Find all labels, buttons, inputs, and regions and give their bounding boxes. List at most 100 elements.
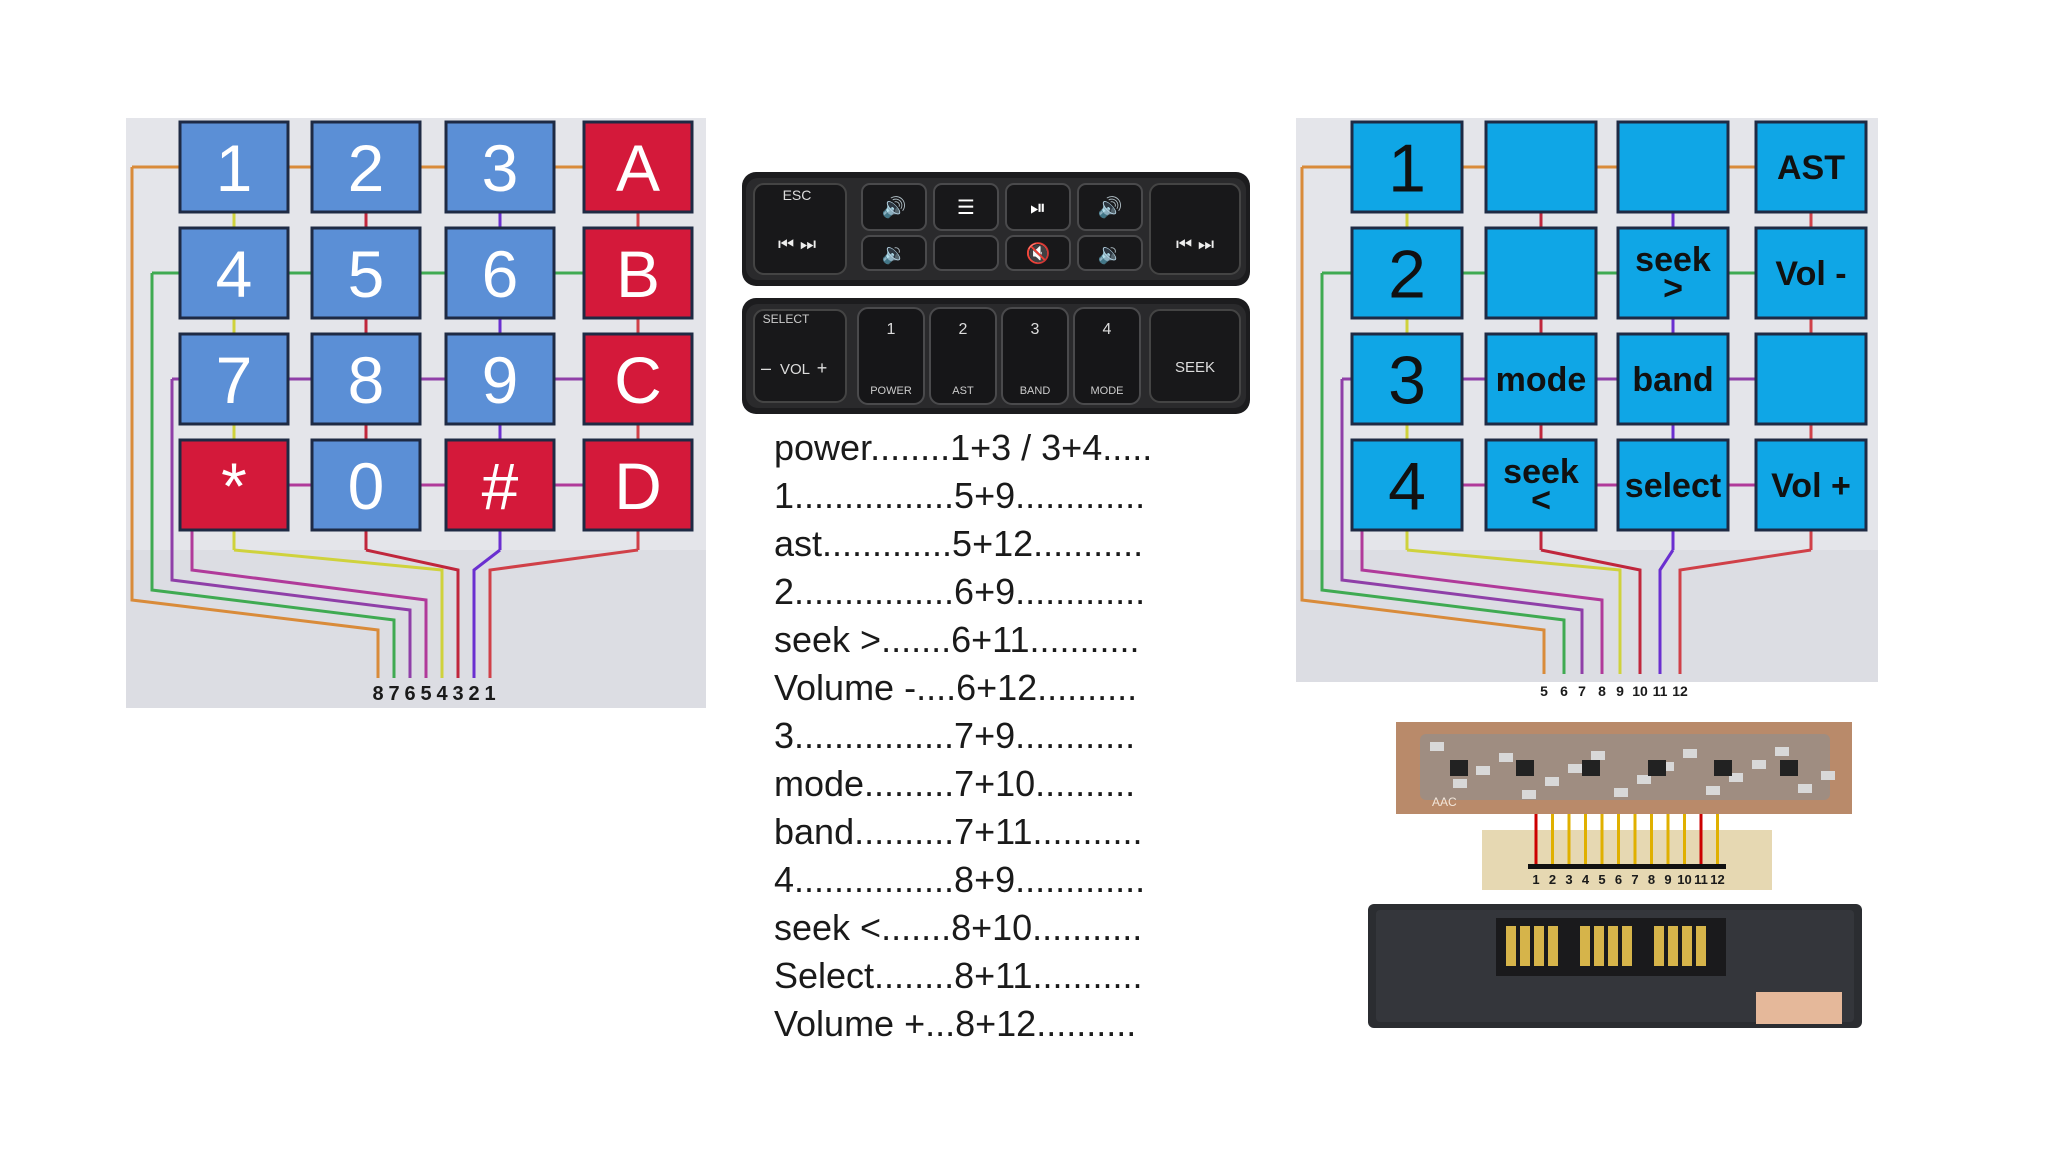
preset-number: 1 [887, 321, 896, 338]
column-wire-lead [1678, 548, 1812, 674]
smd-component [1821, 771, 1835, 780]
gold-contact [1534, 926, 1544, 966]
cover-contacts [1506, 926, 1706, 966]
pcb-pin-number: 2 [1549, 872, 1556, 887]
panel-button [1077, 235, 1143, 271]
mapping-line: power........1+3 / 3+4..... [774, 427, 1152, 468]
key-label: 7 [216, 343, 253, 417]
smd-component [1545, 777, 1559, 786]
key-right_keypad-0-0 [1350, 120, 1464, 214]
pin-label: 6 [404, 683, 415, 705]
smd-component [1499, 753, 1513, 762]
preset-function: BAND [1020, 385, 1051, 397]
pin-label: 6 [1560, 683, 1568, 699]
pcb-pin-number: 6 [1615, 872, 1622, 887]
pcb-pin-number: 12 [1710, 872, 1724, 887]
preset-function: POWER [870, 385, 912, 397]
key-label: 4 [1388, 448, 1426, 524]
key-label: 1 [1388, 130, 1426, 206]
key-label: seek [1635, 241, 1711, 279]
key-label: 8 [348, 343, 385, 417]
prev-next-label: ⏮ ⏭ [778, 234, 816, 255]
key-right_keypad-1-3 [1754, 226, 1868, 320]
key-label: # [482, 449, 519, 523]
gold-contact [1506, 926, 1516, 966]
key-left_keypad-3-3 [582, 438, 694, 532]
column-wire-lead [488, 548, 639, 678]
panel-preset-button [1073, 307, 1141, 405]
ic-chip [1450, 760, 1468, 776]
preset-function: AST [952, 385, 974, 397]
pcb-pin-number: 10 [1677, 872, 1691, 887]
gold-contact [1520, 926, 1530, 966]
mapping-line: Volume -....6+12.......... [774, 667, 1137, 708]
row-wire-lead [130, 167, 380, 678]
key-right_keypad-1-2 [1616, 226, 1730, 320]
pin-label: 5 [1540, 683, 1548, 699]
smd-component [1752, 760, 1766, 769]
key-label: D [614, 449, 662, 523]
key-right_keypad-3-3 [1754, 438, 1868, 532]
smd-component [1637, 775, 1651, 784]
preset-number: 4 [1103, 321, 1112, 338]
pin-label: 4 [436, 683, 448, 705]
mapping-line: 4................8+9............. [774, 859, 1145, 900]
smd-component [1476, 766, 1490, 775]
gold-contact [1696, 926, 1706, 966]
panel-preset-button [857, 307, 925, 405]
gold-contact [1654, 926, 1664, 966]
key-left_keypad-0-0 [178, 120, 290, 214]
mapping-line: seek >.......6+11........... [774, 619, 1140, 660]
svg-text:–: – [761, 358, 771, 378]
pcb-components [1430, 742, 1835, 799]
menu-list-icon: ☰ [957, 195, 975, 219]
ic-chip [1516, 760, 1534, 776]
key-label: 9 [482, 343, 519, 417]
key-label: select [1625, 467, 1721, 505]
key-right_keypad-0-2 [1616, 120, 1730, 214]
right-rocker-prev-next: ⏮ ⏭ [1176, 234, 1214, 255]
pcb-pin-number: 8 [1648, 872, 1655, 887]
key-label: * [221, 449, 247, 523]
mapping-line: band..........7+11........... [774, 811, 1143, 852]
key-right_keypad-1-0 [1350, 226, 1464, 320]
smd-component [1775, 747, 1789, 756]
gold-contact [1594, 926, 1604, 966]
key-left_keypad-2-2 [444, 332, 556, 426]
row-wire-lead [1340, 379, 1584, 674]
key-label: band [1632, 361, 1713, 399]
ic-chip [1714, 760, 1732, 776]
pin-label: 2 [468, 683, 479, 705]
preset-function: MODE [1091, 385, 1124, 397]
gold-contact [1548, 926, 1558, 966]
panel-button [1005, 235, 1071, 271]
key-right_keypad-1-1 [1484, 226, 1598, 320]
key-right_keypad-3-0 [1350, 438, 1464, 532]
preset-number: 3 [1031, 321, 1040, 338]
panel-button [933, 235, 999, 271]
key-right_keypad-2-0 [1350, 332, 1464, 426]
volume-down-icon: 🔉 [882, 241, 907, 265]
key-left_keypad-2-0 [178, 332, 290, 426]
pin-label: 5 [420, 683, 431, 705]
key-label: < [1531, 482, 1551, 520]
smd-component [1522, 790, 1536, 799]
panel-button [1077, 183, 1143, 231]
mapping-line: Select........8+11........... [774, 955, 1143, 996]
key-left_keypad-3-2 [444, 438, 556, 532]
column-wire-lead [233, 548, 444, 678]
key-label: 1 [216, 131, 253, 205]
key-label: 2 [348, 131, 385, 205]
column-wire-lead [1540, 548, 1642, 674]
play-pause-icon: ⏯ [1030, 195, 1046, 219]
key-right_keypad-2-2 [1616, 332, 1730, 426]
key-label: C [614, 343, 662, 417]
pin-label: 7 [388, 683, 399, 705]
seek-rocker [1149, 309, 1241, 403]
select-label: SELECT [763, 312, 810, 326]
gold-contact [1580, 926, 1590, 966]
